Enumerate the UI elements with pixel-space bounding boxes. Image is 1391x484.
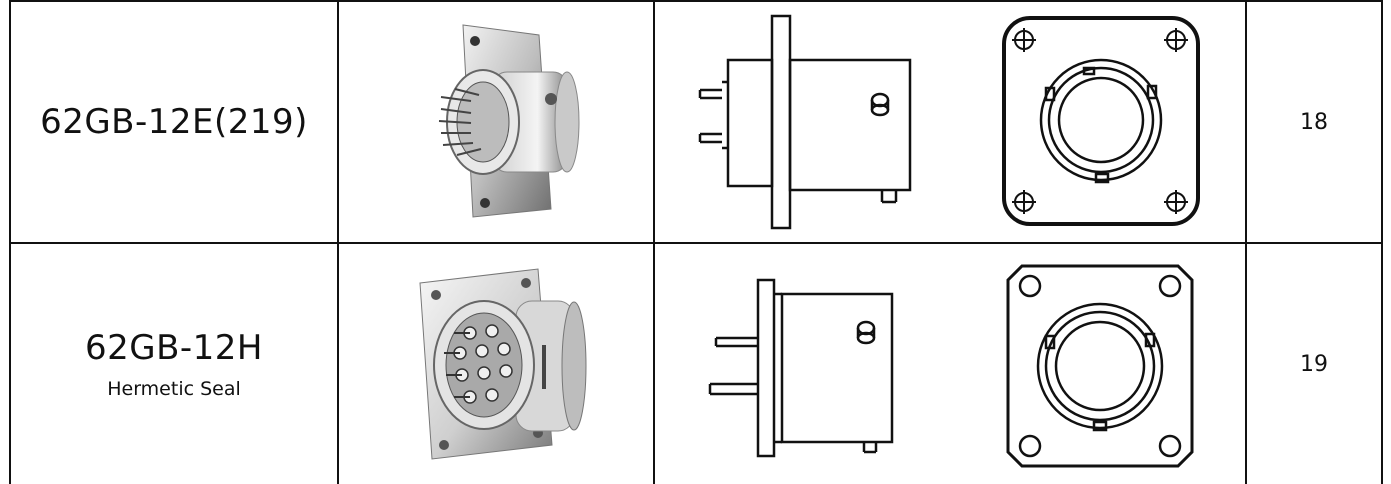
connector-photo-icon bbox=[419, 268, 587, 460]
table-row: 62GB-12H Hermetic Seal bbox=[9, 242, 1383, 484]
connector-front-view-icon bbox=[1006, 264, 1194, 468]
photo-cell bbox=[337, 242, 655, 484]
model-cell: 62GB-12E(219) bbox=[9, 0, 339, 244]
table-row: 62GB-12E(219) bbox=[9, 0, 1383, 244]
model-number: 62GB-12E(219) bbox=[40, 102, 308, 142]
drawing-cell bbox=[653, 0, 1247, 244]
product-catalog-table: 62GB-12E(219) bbox=[9, 0, 1383, 484]
model-number: 62GB-12H bbox=[84, 328, 264, 368]
photo-cell bbox=[337, 0, 655, 244]
connector-photo-icon bbox=[438, 24, 580, 218]
drawing-cell bbox=[653, 242, 1247, 484]
model-cell: 62GB-12H Hermetic Seal bbox=[9, 242, 339, 484]
page-number: 19 bbox=[1300, 351, 1328, 377]
page-number: 18 bbox=[1300, 109, 1328, 135]
connector-side-view-icon bbox=[698, 14, 912, 230]
connector-front-view-icon bbox=[1002, 16, 1200, 226]
model-subtitle: Hermetic Seal bbox=[107, 378, 241, 400]
page-cell: 18 bbox=[1245, 0, 1383, 244]
connector-side-view-icon bbox=[708, 278, 894, 458]
page-cell: 19 bbox=[1245, 242, 1383, 484]
